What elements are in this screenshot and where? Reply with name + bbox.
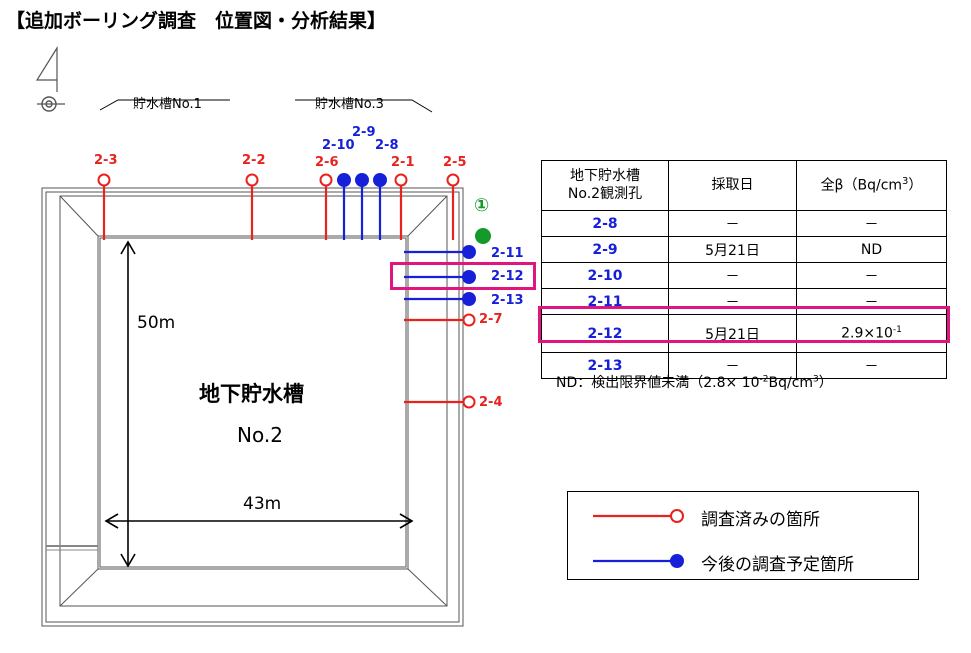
borehole-2-8-marker (373, 173, 387, 187)
borehole-2-11-marker (462, 245, 476, 259)
cell-date: － (668, 262, 797, 289)
legend-done-label: 調査済みの箇所 (701, 510, 820, 530)
surveyed-markers (97, 173, 476, 409)
highlight-box-table (538, 306, 950, 343)
tank1-bracket (99, 99, 230, 111)
borehole-2-5-marker (446, 173, 460, 187)
cell-hole: 2-12 (541, 314, 669, 353)
borehole-label-2-6: 2-6 (315, 155, 339, 170)
legend (567, 491, 919, 580)
borehole-label-2-7: 2-7 (479, 312, 503, 327)
cell-date: － (668, 352, 797, 379)
legend-symbols (593, 509, 684, 568)
cell-value: － (796, 262, 947, 289)
marker-one-dot (475, 228, 491, 244)
cell-value: － (796, 210, 947, 237)
borehole-2-7-marker (462, 313, 476, 327)
cell-date: 5月21日 (668, 314, 797, 353)
table-row: 2-12 5月21日 2.9×10-1 (541, 314, 947, 353)
borehole-label-2-13: 2-13 (491, 293, 524, 308)
width-dimension-label: 43m (243, 494, 282, 514)
borehole-label-2-3: 2-3 (94, 153, 118, 168)
borehole-label-2-12: 2-12 (491, 269, 524, 284)
table-row: 2-9 5月21日 ND (541, 236, 947, 263)
main-tank-name: 地下貯水槽 (199, 382, 304, 406)
page-title: 【追加ボーリング調査 位置図・分析結果】 (6, 10, 387, 32)
tank3-label: 貯水槽No.3 (315, 97, 384, 112)
borehole-label-2-10: 2-10 (322, 138, 355, 153)
borehole-label-2-1: 2-1 (391, 155, 415, 170)
borehole-label-2-9: 2-9 (352, 125, 376, 140)
cell-hole: 2-8 (541, 210, 669, 237)
cell-hole: 2-13 (541, 352, 669, 379)
main-tank-number: No.2 (237, 423, 283, 447)
dimension-width-arrow (104, 513, 414, 529)
dimension-height-arrow (120, 240, 136, 568)
cell-hole: 2-9 (541, 236, 669, 263)
borehole-2-12-marker (462, 270, 476, 284)
tank1-label: 貯水槽No.1 (133, 97, 202, 112)
borehole-2-10-marker (337, 173, 351, 187)
cell-date: 5月21日 (668, 236, 797, 263)
header-hole: 地下貯水槽 No.2観測孔 (541, 160, 669, 211)
height-dimension-label: 50m (137, 313, 176, 333)
borehole-label-2-11: 2-11 (491, 246, 524, 261)
table-row: 2-10 － － (541, 262, 947, 289)
cell-value: － (796, 352, 947, 379)
header-date: 採取日 (668, 160, 797, 211)
table-header-row: 地下貯水槽 No.2観測孔 採取日 全β（Bq/cm3） (541, 160, 947, 211)
borehole-label-2-5: 2-5 (443, 155, 467, 170)
planned-boreholes (342, 186, 463, 301)
borehole-label-2-2: 2-2 (242, 153, 266, 168)
surveyed-boreholes (102, 186, 463, 404)
cell-value: 2.9×10-1 (796, 314, 947, 353)
marker-one-label: ① (474, 195, 490, 216)
cell-date: － (668, 210, 797, 237)
planned-markers (337, 173, 476, 306)
cell-value: ND (796, 236, 947, 263)
borehole-2-2-marker (245, 173, 259, 187)
table-row: 2-8 － － (541, 210, 947, 237)
nd-note: ND：検出限界値未満（2.8× 10-2Bq/cm3） (556, 374, 833, 391)
highlight-box-map (390, 262, 536, 290)
borehole-2-3-marker (97, 173, 111, 187)
borehole-2-1-marker (394, 173, 408, 187)
borehole-2-6-marker (319, 173, 333, 187)
borehole-label-2-4: 2-4 (479, 395, 503, 410)
cell-hole: 2-10 (541, 262, 669, 289)
header-beta: 全β（Bq/cm3） (796, 160, 947, 211)
north-arrow-icon (35, 45, 65, 112)
table-row: 2-13 － － (541, 352, 947, 379)
legend-planned-label: 今後の調査予定箇所 (701, 555, 854, 575)
borehole-label-2-8: 2-8 (375, 138, 399, 153)
borehole-2-9-marker (355, 173, 369, 187)
borehole-2-13-marker (462, 292, 476, 306)
tank3-bracket (295, 99, 433, 113)
results-table: 地下貯水槽 No.2観測孔 採取日 全β（Bq/cm3） 2-8 － － 2-9… (541, 160, 947, 379)
borehole-2-4-marker (462, 395, 476, 409)
